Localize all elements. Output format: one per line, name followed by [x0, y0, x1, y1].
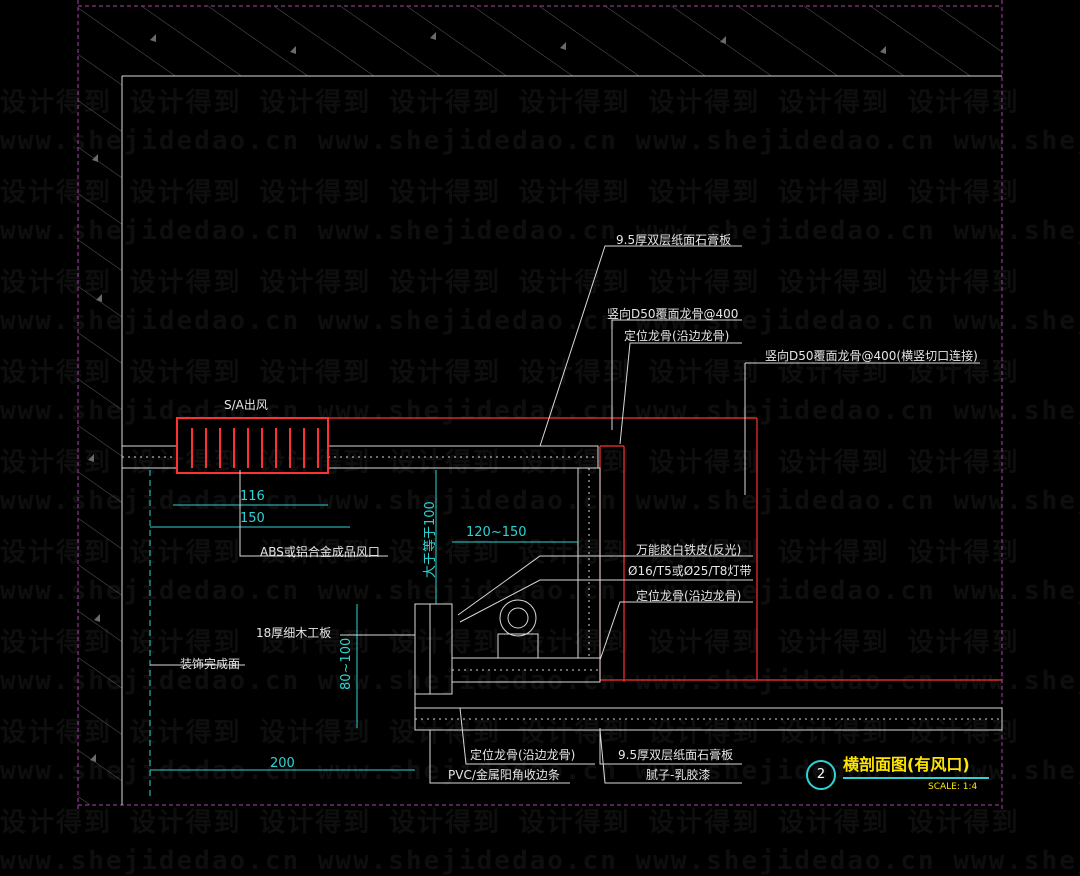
- sheet-border: [77, 0, 1003, 810]
- label-stud-vertical: 竖向D50覆面龙骨@400: [607, 307, 739, 321]
- label-board-bottom: 9.5厚双层纸面石膏板: [618, 748, 734, 762]
- drawing-scale: SCALE: 1:4: [928, 782, 978, 792]
- blockboard-and-lamp: [414, 599, 539, 695]
- dim-116: 116: [240, 489, 265, 504]
- watermark-url-row: www.shejidedao.cn www.shejidedao.cn www.…: [0, 846, 1080, 876]
- label-locating-keel-3: 定位龙骨(沿边龙骨): [470, 748, 576, 762]
- watermark-url-row: www.shejidedao.cn www.shejidedao.cn www.…: [0, 756, 1080, 786]
- label-sa-outlet: S/A出风: [224, 398, 268, 412]
- upper-ceiling-board: [121, 445, 599, 469]
- watermark-cn-row: 设计得到 设计得到 设计得到 设计得到 设计得到 设计得到 设计得到 设计得到: [0, 268, 1020, 298]
- drawing-number: 2: [806, 760, 836, 790]
- keel-frame: [328, 417, 1002, 682]
- sa-vent-grille: [176, 417, 329, 474]
- label-blockboard: 18厚细木工板: [256, 626, 332, 640]
- watermark-cn-row: 设计得到 设计得到 设计得到 设计得到 设计得到 设计得到 设计得到 设计得到: [0, 718, 1020, 748]
- label-putty-paint: 腻子-乳胶漆: [646, 768, 711, 782]
- label-locating-keel-1: 定位龙骨(沿边龙骨): [624, 329, 730, 343]
- lower-ceiling-board: [414, 694, 1003, 731]
- label-glue-iron: 万能胶白铁皮(反光): [636, 543, 742, 557]
- watermark-cn-row: 设计得到 设计得到 设计得到 设计得到 设计得到 设计得到 设计得到 设计得到: [0, 178, 1020, 208]
- title-underline: [843, 777, 989, 779]
- label-stud-vertical-2: 竖向D50覆面龙骨@400(横竖切口连接): [765, 349, 978, 363]
- cad-drawing: [77, 0, 1003, 810]
- drawing-title: 横剖面图(有风口): [843, 755, 970, 774]
- dim-200: 200: [270, 756, 295, 771]
- leader-lines: [150, 245, 980, 784]
- watermark-cn-row: 设计得到 设计得到 设计得到 设计得到 设计得到 设计得到 设计得到 设计得到: [0, 88, 1020, 118]
- watermark-url-row: www.shejidedao.cn www.shejidedao.cn www.…: [0, 126, 1080, 156]
- drop-box-board: [451, 467, 601, 683]
- watermark-url-row: www.shejidedao.cn www.shejidedao.cn www.…: [0, 306, 1080, 336]
- dim-80-100: 80~100: [339, 637, 354, 690]
- watermark-url-row: www.shejidedao.cn www.shejidedao.cn www.…: [0, 486, 1080, 516]
- watermark-url-row: www.shejidedao.cn www.shejidedao.cn www.…: [0, 576, 1080, 606]
- dimension-lines: [150, 470, 578, 771]
- label-abs-vent: ABS或铝合金成品风口: [260, 545, 380, 559]
- concrete-structure: [78, 6, 1002, 805]
- label-board-top: 9.5厚双层纸面石膏板: [616, 233, 732, 247]
- label-finish-surface: 装饰完成面: [180, 657, 241, 671]
- watermark-cn-row: 设计得到 设计得到 设计得到 设计得到 设计得到 设计得到 设计得到 设计得到: [0, 448, 1020, 478]
- label-locating-keel-2: 定位龙骨(沿边龙骨): [636, 589, 742, 603]
- watermark-url-row: www.shejidedao.cn www.shejidedao.cn www.…: [0, 666, 1080, 696]
- dim-ge100: 大于等于100: [423, 501, 438, 578]
- label-lamp-tube: Ø16/T5或Ø25/T8灯带: [628, 564, 752, 578]
- watermark-url-row: www.shejidedao.cn www.shejidedao.cn www.…: [0, 216, 1080, 246]
- watermark-url-row: www.shejidedao.cn www.shejidedao.cn www.…: [0, 396, 1080, 426]
- watermark-cn-row: 设计得到 设计得到 设计得到 设计得到 设计得到 设计得到 设计得到 设计得到: [0, 538, 1020, 568]
- label-pvc-trim: PVC/金属阳角收边条: [448, 768, 560, 782]
- dim-150: 150: [240, 511, 265, 526]
- dim-120-150: 120~150: [466, 525, 527, 540]
